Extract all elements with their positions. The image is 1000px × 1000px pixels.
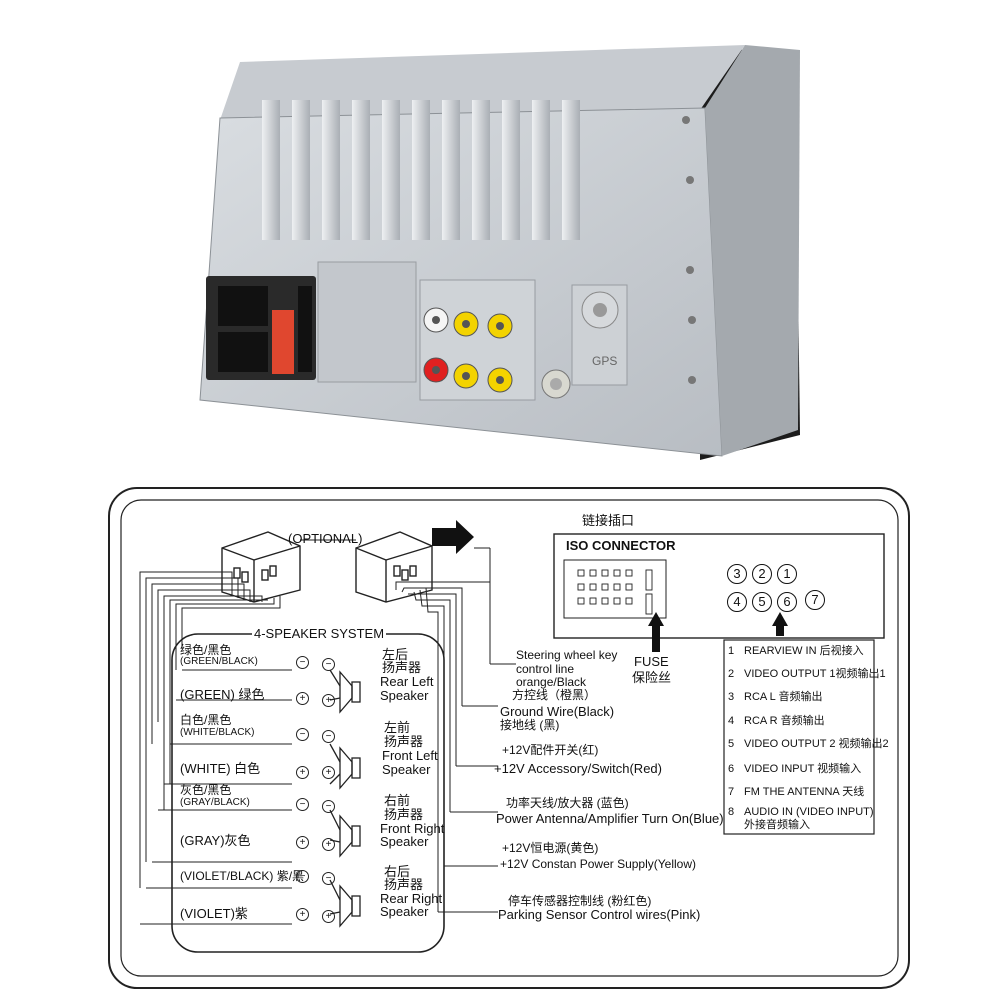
polarity-plus-icon: + bbox=[296, 766, 309, 779]
fuse-arrow bbox=[648, 612, 664, 652]
wiring-diagram bbox=[108, 487, 910, 989]
wire-label: (WHITE) 白色 bbox=[180, 761, 261, 776]
accessory-label: +12V Accessory/Switch(Red) bbox=[494, 761, 662, 776]
optional-label: (OPTIONAL) bbox=[288, 531, 363, 546]
speaker-label: Speaker bbox=[380, 834, 429, 849]
constant-power-label: +12V Constan Power Supply(Yellow) bbox=[500, 857, 697, 871]
speaker-label: 左后 bbox=[382, 647, 409, 662]
polarity-minus-icon: − bbox=[322, 658, 335, 671]
ground-label: 接地线 (黑) bbox=[500, 718, 560, 732]
polarity-minus-icon: − bbox=[296, 656, 309, 669]
fuse-label: FUSE bbox=[634, 654, 669, 669]
wire-label: (GREEN) 绿色 bbox=[180, 687, 265, 702]
speaker-label: Rear Right bbox=[380, 891, 443, 906]
iso-connector-photo bbox=[206, 276, 316, 380]
speaker-label: Speaker bbox=[380, 904, 429, 919]
gps-label: GPS bbox=[592, 354, 617, 368]
iso-pin-grid bbox=[577, 569, 653, 615]
port-number: 4 bbox=[727, 592, 747, 612]
steering-label: Steering wheel key bbox=[516, 648, 618, 662]
parking-sensor-label: 停车传感器控制线 (粉红色) bbox=[508, 894, 652, 908]
polarity-plus-icon: + bbox=[322, 910, 335, 923]
head-unit-rear-photo: GPS bbox=[199, 45, 800, 460]
polarity-minus-icon: − bbox=[322, 800, 335, 813]
polarity-plus-icon: + bbox=[296, 908, 309, 921]
polarity-minus-icon: − bbox=[296, 798, 309, 811]
speaker-system-title: 4-SPEAKER SYSTEM bbox=[252, 626, 387, 641]
speaker-label: 右后 bbox=[384, 864, 411, 879]
polarity-plus-icon: + bbox=[296, 836, 309, 849]
wire-label: (GREEN/BLACK) bbox=[180, 656, 258, 667]
speaker-label: 右前 bbox=[384, 793, 411, 808]
speaker-label: 扬声器 bbox=[384, 877, 424, 892]
antenna-label: 功率天线/放大器 (蓝色) bbox=[506, 796, 629, 810]
speaker-label: Front Left bbox=[382, 748, 438, 763]
polarity-plus-icon: + bbox=[322, 694, 335, 707]
wire-label: (WHITE/BLACK) bbox=[180, 727, 255, 738]
polarity-minus-icon: − bbox=[322, 872, 335, 885]
speaker-label: Speaker bbox=[382, 762, 431, 777]
wire-label: (VIOLET/BLACK) 紫/黑 bbox=[180, 869, 305, 883]
wire-label: (GRAY)灰色 bbox=[180, 833, 251, 848]
port-number: 7 bbox=[805, 590, 825, 610]
chain-label: 链接插口 bbox=[582, 513, 635, 528]
wire-label: (GRAY/BLACK) bbox=[180, 797, 250, 808]
wire-label: 灰色/黑色 bbox=[180, 783, 232, 797]
port-number: 3 bbox=[727, 564, 747, 584]
heatsink-fins bbox=[262, 100, 580, 240]
antenna-label: Power Antenna/Amplifier Turn On(Blue) bbox=[496, 811, 724, 826]
speaker-label: Rear Left bbox=[380, 674, 434, 689]
ground-label: Ground Wire(Black) bbox=[500, 704, 615, 719]
accessory-label: +12V配件开关(红) bbox=[502, 743, 599, 757]
wire-label: 绿色/黑色 bbox=[180, 643, 232, 657]
speaker-label: 扬声器 bbox=[384, 807, 424, 822]
port-number: 2 bbox=[752, 564, 772, 584]
iso-connector-label: ISO CONNECTOR bbox=[566, 538, 676, 553]
speaker-label: Front Right bbox=[380, 821, 445, 836]
polarity-minus-icon: − bbox=[296, 870, 309, 883]
fuse-label-cn: 保险丝 bbox=[632, 670, 672, 685]
speaker-icons bbox=[329, 669, 361, 928]
legend-item-cn: 外接音频输入 bbox=[744, 819, 810, 831]
port-number: 1 bbox=[777, 564, 797, 584]
port-number: 5 bbox=[752, 592, 772, 612]
polarity-minus-icon: − bbox=[322, 730, 335, 743]
steering-label: orange/Black bbox=[516, 675, 587, 689]
polarity-plus-icon: + bbox=[296, 692, 309, 705]
wire-label: 白色/黑色 bbox=[180, 713, 232, 727]
speaker-label: Speaker bbox=[380, 688, 429, 703]
speaker-label: 左前 bbox=[384, 720, 411, 735]
optional-connector-right bbox=[355, 531, 433, 603]
rca-jacks bbox=[423, 307, 513, 393]
polarity-plus-icon: + bbox=[322, 766, 335, 779]
direction-arrow bbox=[432, 520, 474, 554]
port-number: 6 bbox=[777, 592, 797, 612]
parking-sensor-label: Parking Sensor Control wires(Pink) bbox=[498, 907, 701, 922]
polarity-minus-icon: − bbox=[296, 728, 309, 741]
constant-power-label: +12V恒电源(黄色) bbox=[502, 841, 599, 855]
polarity-plus-icon: + bbox=[322, 838, 335, 851]
steering-label: 方控线（橙黑） bbox=[512, 688, 597, 702]
port-arrow bbox=[772, 612, 788, 636]
speaker-label: 扬声器 bbox=[382, 660, 422, 675]
optional-connector-left bbox=[221, 531, 301, 603]
steering-label: control line bbox=[516, 662, 575, 676]
speaker-label: 扬声器 bbox=[384, 734, 424, 749]
wire-label: (VIOLET)紫 bbox=[180, 906, 248, 921]
